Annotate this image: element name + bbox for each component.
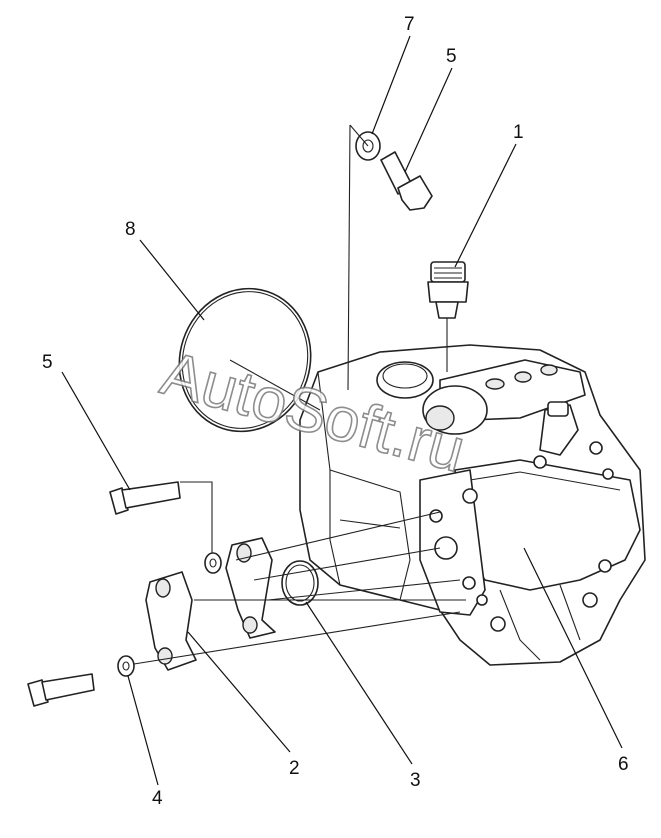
washer-small-upper <box>204 552 222 574</box>
callout-7: 7 <box>404 14 415 35</box>
leader-lines <box>61 35 623 786</box>
callout-2: 2 <box>289 758 300 779</box>
callout-6: 6 <box>618 754 629 775</box>
callout-4: 4 <box>152 788 163 809</box>
clamp-upper-half <box>225 537 276 639</box>
bolt-part-5-upper <box>380 151 433 211</box>
callout-5-lower: 5 <box>42 352 53 373</box>
fitting-part-1 <box>427 261 469 372</box>
bolt-bottom <box>27 673 95 707</box>
callout-5-upper: 5 <box>446 46 457 67</box>
pump-housing <box>299 344 646 666</box>
callout-3: 3 <box>410 770 421 791</box>
o-ring-part-8 <box>178 287 312 433</box>
callout-1: 1 <box>513 122 524 143</box>
clamp-part-2 <box>145 571 197 671</box>
o-ring-part-3 <box>281 560 319 606</box>
callout-8: 8 <box>125 219 136 240</box>
washer-part-4 <box>117 655 135 677</box>
bolt-part-5-lower <box>109 481 213 556</box>
